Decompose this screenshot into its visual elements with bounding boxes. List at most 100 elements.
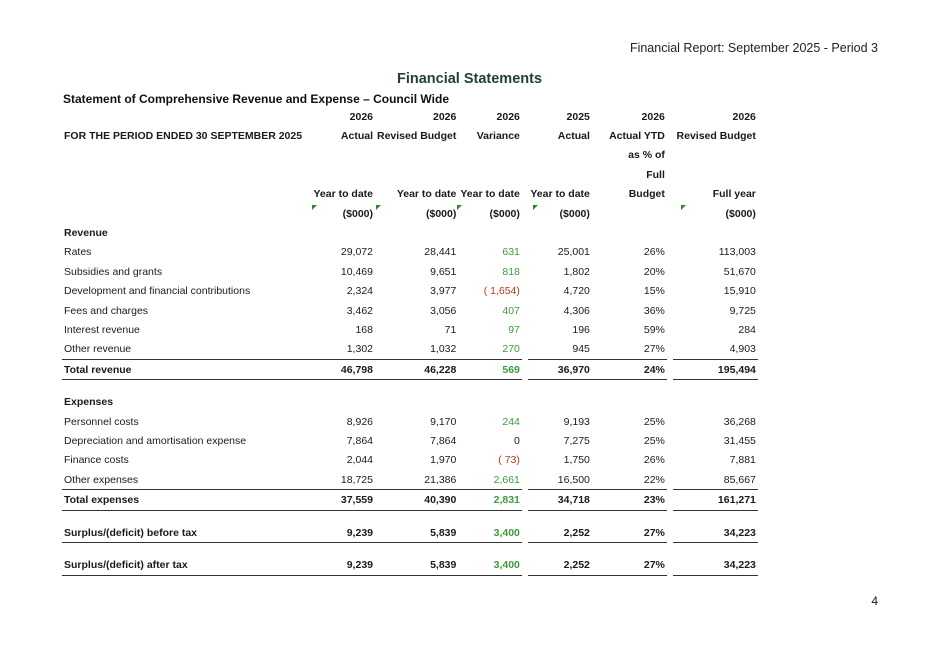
empty-cell [375,223,458,242]
header-label [62,146,309,165]
row-label: Finance costs [64,454,129,467]
row-label: Depreciation and amortisation expense [64,434,247,447]
value-cell: 34,718 [527,489,592,511]
value-cell: 284 [738,323,756,336]
spacer-cell [527,542,592,556]
row-label: Other revenue [62,339,309,361]
value-cell: 244 [502,415,520,428]
value-cell: 270 [458,339,522,361]
row-label: Fees and charges [64,304,149,317]
column-header [309,165,375,184]
cell-marker [457,205,462,210]
value-cell: 10,469 [340,265,373,278]
value-cell: 2,831 [458,489,522,511]
header-row: ($000)($000)($000)($000)($000) [62,204,758,223]
column-header: Budget [628,188,665,201]
value-cell: 631 [502,246,520,259]
empty-cell [375,392,458,411]
column-header: 2026 [349,110,373,123]
value-cell: 29,072 [340,246,373,259]
cell-marker [376,205,381,210]
column-header [458,165,522,184]
row-label: Rates [64,246,92,259]
value-cell: 97 [508,323,520,336]
value-cell: 7,881 [729,454,756,467]
value-cell: 0 [514,434,520,447]
row-label: Subsidies and grants [64,265,163,278]
value-cell: 9,193 [563,415,590,428]
column-header [673,165,758,184]
value-cell: 569 [458,359,522,381]
value-cell: 9,239 [309,555,375,576]
value-cell: 31,455 [723,434,756,447]
spacer-cell [458,509,522,523]
empty-cell [458,392,522,411]
spacer-cell [62,542,309,556]
value-cell: 2,661 [458,470,522,491]
value-cell: 34,223 [672,522,758,544]
column-header: Actual YTD [609,130,665,143]
empty-cell [309,392,375,411]
value-cell: 16,500 [527,470,592,491]
spacer-cell [62,509,309,523]
value-cell: 22% [591,470,667,491]
column-header: ($000) [489,207,520,220]
spacer-row [62,509,758,523]
spacer-cell [309,542,375,556]
total-label: Total revenue [62,359,309,381]
spacer-cell [458,542,522,556]
value-cell: 1,750 [563,454,590,467]
value-cell: 34,223 [672,555,758,576]
value-cell: 2,252 [527,522,592,544]
spacer-cell [375,509,459,523]
column-header: Variance [476,130,520,143]
value-cell: 23% [591,489,667,511]
value-cell: 9,170 [430,415,457,428]
value-cell: 5,839 [375,555,459,576]
value-cell: 27% [591,339,667,361]
value-cell: 3,056 [430,304,457,317]
column-header: ($000) [426,207,457,220]
value-cell: 46,228 [375,359,459,381]
value-cell: 195,494 [672,359,758,381]
column-header: Revised Budget [676,130,756,143]
header-row: Full [62,165,758,184]
value-cell: 168 [355,323,373,336]
row-label: Development and financial contributions [64,285,251,298]
empty-cell [592,223,667,242]
value-cell: 27% [591,522,667,544]
row-label: Personnel costs [64,415,139,428]
column-header [528,165,592,184]
period-label: FOR THE PERIOD ENDED 30 SEPTEMBER 2025 [64,130,303,143]
value-cell: 7,275 [563,434,590,447]
value-cell: 113,003 [718,246,756,259]
column-header: 2026 [732,110,756,123]
value-cell: 15,910 [723,285,756,298]
column-header: Year to date [396,188,457,201]
value-cell: 9,651 [430,265,457,278]
column-header [458,146,522,165]
cell-marker [312,205,317,210]
spacer-cell [672,509,758,523]
spacer-cell [591,509,667,523]
column-header [528,146,592,165]
header-row: FOR THE PERIOD ENDED 30 SEPTEMBER 2025 Ac… [62,126,758,145]
value-cell: 4,903 [672,339,758,361]
value-cell: 46,798 [309,359,375,381]
empty-cell [528,223,592,242]
value-cell: 59% [643,323,665,336]
value-cell: 2,252 [527,555,592,576]
value-cell: 15% [643,285,665,298]
column-header [673,146,758,165]
value-cell: 36,970 [527,359,592,381]
page-title: Financial Statements [396,71,543,87]
